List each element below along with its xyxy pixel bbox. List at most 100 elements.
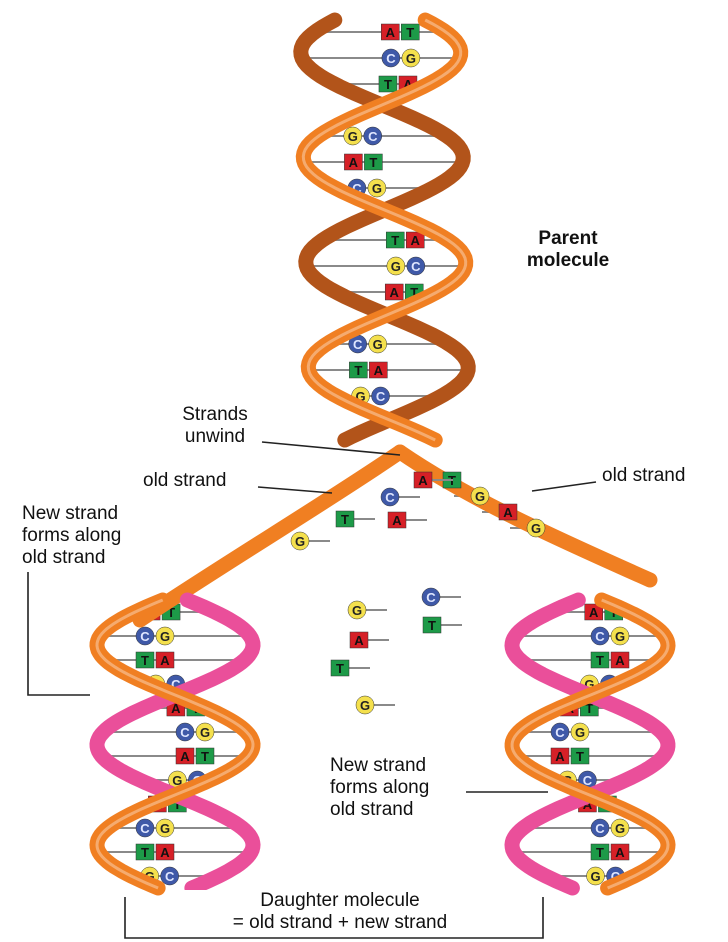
free-nucleotide-T-3: T — [423, 617, 441, 633]
parent-pair-6-left-base-letter: T — [391, 233, 399, 248]
left-daughter-pair-5-left-base: C — [176, 723, 194, 741]
parent-pair-7-left-base: G — [387, 257, 405, 275]
left-daughter-pair-1-left-base-letter: C — [140, 629, 150, 644]
new-strand-left-label: New strand forms along old strand — [22, 503, 121, 569]
left-daughter-pair-2-right-base: A — [156, 652, 174, 668]
parent-pair-8-left-base-letter: A — [390, 285, 400, 300]
left-daughter-pair-11-right-base: C — [161, 867, 179, 885]
right-daughter-pair-9-left-base-letter: C — [595, 821, 605, 836]
left-daughter-pair-10-left-base-letter: T — [141, 845, 149, 860]
parent-pair-6-left-base: T — [386, 232, 404, 248]
parent-pair-10-right-base: A — [369, 362, 387, 378]
parent-pair-4-left-base: A — [344, 154, 362, 170]
right-daughter-pair-0-left-base-letter: A — [589, 605, 599, 620]
fork-left-base-2-letter: G — [295, 534, 305, 549]
parent-molecule-label: Parent molecule — [508, 228, 628, 272]
right-daughter-pair-6-left-base: A — [551, 748, 569, 764]
left-daughter-pair-10-right-base-letter: A — [160, 845, 170, 860]
parent-pair-1-left-base: C — [382, 49, 400, 67]
right-daughter-pair-1-right-base-letter: G — [615, 629, 625, 644]
left-daughter-strand-back — [97, 600, 253, 888]
parent-pair-0-left-base-letter: A — [386, 25, 396, 40]
fork-right-base-1-letter: G — [475, 489, 485, 504]
left-daughter-pair-1-left-base: C — [136, 627, 154, 645]
left-daughter-strand-highlight — [97, 600, 253, 888]
right-daughter-pair-10-right-base-letter: A — [615, 845, 625, 860]
left-daughter-pair-9-left-base-letter: C — [140, 821, 150, 836]
right-daughter-pair-9-right-base-letter: G — [615, 821, 625, 836]
free-nucleotide-T-6: T — [331, 660, 349, 676]
parent-pair-4-right-base-letter: T — [369, 155, 377, 170]
free-nucleotide-A-5-letter: A — [354, 633, 364, 648]
left-daughter-strand-front — [97, 600, 253, 888]
fork-right-base-3-letter: G — [531, 521, 541, 536]
parent-pair-10-right-base-letter: A — [374, 363, 384, 378]
left-daughter-pair-1-right-base: G — [156, 627, 174, 645]
left-daughter-pair-6-left-base: A — [176, 748, 194, 764]
free-nucleotide-A-0-letter: A — [418, 473, 428, 488]
free-nucleotide-G-2: G — [348, 601, 366, 619]
right-daughter-pair-9-right-base: G — [611, 819, 629, 837]
parent-pair-3-left-base-letter: G — [348, 129, 358, 144]
new-right-line2: forms along — [330, 777, 429, 799]
new-strand-left-leader — [28, 572, 90, 695]
right-daughter-pair-6-right-base: T — [571, 748, 589, 764]
old-strand-right-label: old strand — [602, 465, 685, 487]
parent-pair-1-left-base-letter: C — [386, 51, 396, 66]
parent-pair-10-left-base-letter: T — [354, 363, 362, 378]
parent-pair-11-right-base: C — [372, 387, 390, 405]
parent-pair-3-left-base: G — [344, 127, 362, 145]
free-nucleotide-A-1-letter: A — [392, 513, 402, 528]
parent-pair-4-left-base-letter: A — [349, 155, 359, 170]
left-daughter-pair-1-right-base-letter: G — [160, 629, 170, 644]
right-daughter-strand-front — [512, 600, 668, 888]
right-daughter-strand-highlight — [512, 600, 668, 888]
right-daughter-pair-6-right-base-letter: T — [576, 749, 584, 764]
right-daughter-pair-2-left-base: T — [591, 652, 609, 668]
parent-pair-5-right-base-letter: G — [372, 181, 382, 196]
old-strand-right-leader — [532, 482, 596, 491]
fork-right-base-3: G — [527, 519, 545, 537]
free-nucleotide-C-4: C — [422, 588, 440, 606]
left-daughter-pair-10-right-base: A — [156, 844, 174, 860]
right-daughter-pair-11-left-base: G — [587, 867, 605, 885]
parent-pair-8-left-base: A — [385, 284, 403, 300]
parent-pair-1-right-base: G — [402, 49, 420, 67]
free-nucleotide-T-3-letter: T — [428, 618, 436, 633]
parent-pair-5-right-base: G — [368, 179, 386, 197]
new-right-line1: New strand — [330, 755, 429, 777]
right-daughter-pair-1-left-base: C — [591, 627, 609, 645]
parent-pair-10-left-base: T — [349, 362, 367, 378]
parent-pair-3-right-base-letter: C — [368, 129, 378, 144]
parent-pair-11-right-base-letter: C — [376, 389, 386, 404]
new-strand-right-label: New strand forms along old strand — [330, 755, 429, 821]
left-daughter-pair-2-right-base-letter: A — [160, 653, 170, 668]
left-daughter-pair-5-right-base: G — [196, 723, 214, 741]
new-right-line3: old strand — [330, 799, 429, 821]
free-nucleotide-G-7-letter: G — [360, 698, 370, 713]
parent-pair-1-right-base-letter: G — [406, 51, 416, 66]
fork-left-base-2: G — [291, 532, 309, 550]
right-daughter-pair-10-left-base: T — [591, 844, 609, 860]
new-left-line1: New strand — [22, 503, 121, 525]
fork-right-base-2-letter: A — [503, 505, 513, 520]
parent-pair-7-right-base: C — [407, 257, 425, 275]
old-strand-left-leader — [258, 487, 332, 493]
left-daughter-pair-9-right-base-letter: G — [160, 821, 170, 836]
right-daughter-pair-5-right-base: G — [571, 723, 589, 741]
right-daughter-pair-2-left-base-letter: T — [596, 653, 604, 668]
left-daughter-pair-2-left-base: T — [136, 652, 154, 668]
left-daughter-pair-6-right-base: T — [196, 748, 214, 764]
left-daughter-pair-6-left-base-letter: A — [180, 749, 190, 764]
fork-left-base-0: C — [381, 488, 399, 506]
fork-left-base-0-letter: C — [385, 490, 395, 505]
parent-pair-2-left-base-letter: T — [384, 77, 392, 92]
fork-left-base-1: T — [336, 511, 354, 527]
parent-label-line2: molecule — [508, 250, 628, 272]
daughter-label-line2: = old strand + new strand — [180, 912, 500, 934]
fork-left-base-1-letter: T — [341, 512, 349, 527]
free-nucleotide-G-2-letter: G — [352, 603, 362, 618]
parent-pair-9-right-base: G — [369, 335, 387, 353]
parent-pair-7-left-base-letter: G — [391, 259, 401, 274]
old-strand-left-label: old strand — [143, 470, 226, 492]
